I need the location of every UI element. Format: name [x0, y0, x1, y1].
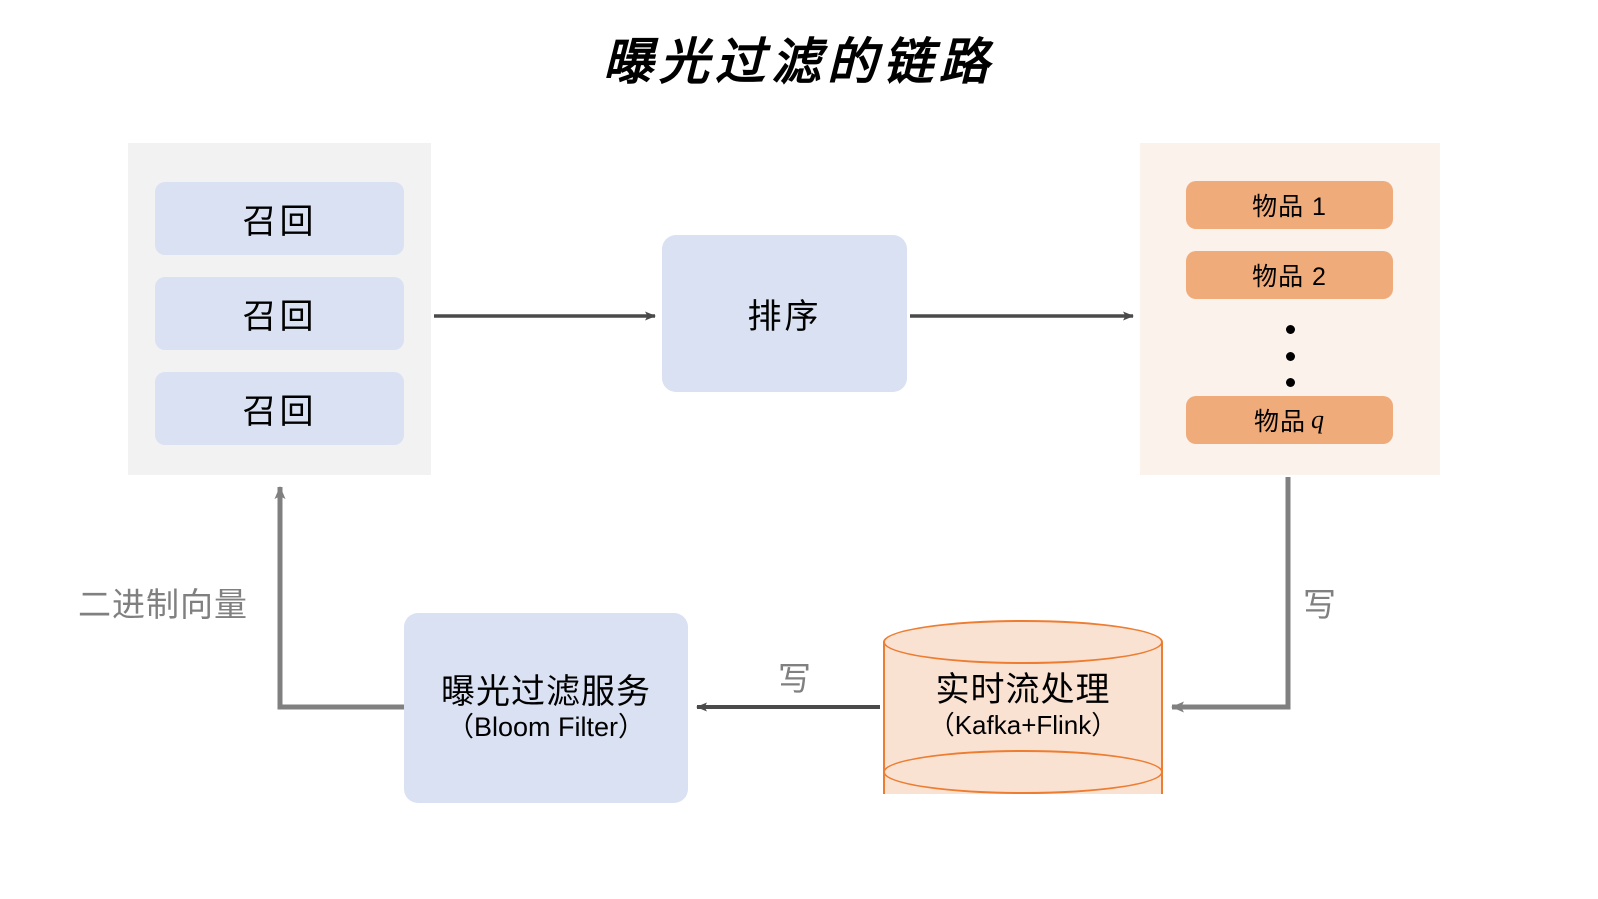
recall-box-2-label: 召回: [242, 298, 317, 336]
edge-label-write-stream-to-bloom: 写: [778, 660, 811, 697]
edge-bloom-to-recall: [274, 486, 404, 710]
stream-title: 实时流处理: [935, 671, 1111, 709]
bloom-filter-title: 曝光过滤服务: [441, 673, 651, 712]
bloom-filter-service-box[interactable]: 曝光过滤服务 （Bloom Filter）: [404, 613, 688, 803]
cylinder-top-ellipse: [883, 620, 1163, 664]
ellipsis-dot: [1285, 325, 1295, 334]
cylinder-text: 实时流处理 （Kafka+Flink）: [883, 672, 1163, 739]
ellipsis-dot: [1285, 351, 1295, 361]
item-box-1[interactable]: 物品 1: [1186, 181, 1393, 229]
vertical-ellipsis-icon: [1270, 325, 1310, 387]
recall-box-3[interactable]: 召回: [155, 372, 404, 445]
item-box-2-label: 物品 2: [1252, 263, 1327, 291]
recall-box-1-label: 召回: [242, 203, 317, 241]
rank-box[interactable]: 排序: [662, 235, 907, 392]
item-box-q-label: 物品: [1253, 408, 1306, 436]
ellipsis-dot: [1285, 378, 1295, 387]
stream-subtitle: （Kafka+Flink）: [928, 709, 1118, 740]
item-box-q-variable: q: [1311, 405, 1325, 434]
cylinder-bottom-ellipse: [883, 750, 1163, 794]
recall-box-2[interactable]: 召回: [155, 277, 404, 350]
edge-items-to-stream: [1171, 477, 1291, 713]
recall-box-1[interactable]: 召回: [155, 182, 404, 255]
rank-box-label: 排序: [747, 298, 822, 336]
edge-label-binary-vector: 二进制向量: [78, 586, 248, 623]
diagram-title: 曝光过滤的链路: [603, 34, 995, 90]
stream-processing-cylinder[interactable]: 实时流处理 （Kafka+Flink）: [883, 620, 1163, 816]
item-box-2[interactable]: 物品 2: [1186, 251, 1393, 299]
bloom-filter-subtitle: （Bloom Filter）: [446, 711, 646, 742]
edge-label-write-items-to-stream: 写: [1303, 586, 1336, 623]
item-box-1-label: 物品 1: [1252, 193, 1327, 221]
recall-box-3-label: 召回: [242, 393, 317, 431]
